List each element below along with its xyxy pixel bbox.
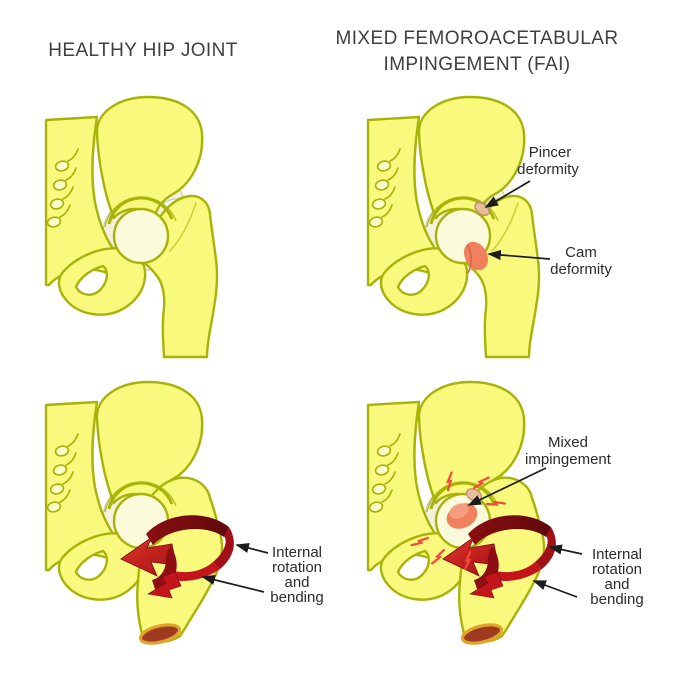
title-text-line1: MIXED FEMOROACETABULAR bbox=[335, 28, 619, 49]
panel-mixed-impingement: Mixed impingement Internal rotation and … bbox=[366, 380, 644, 649]
pincer-label-line2: deformity bbox=[517, 161, 579, 178]
panel-title-fai: MIXED FEMOROACETABULAR IMPINGEMENT (FAI) bbox=[328, 26, 626, 78]
rotation-label-line3: and bbox=[604, 576, 629, 593]
panel-title-healthy: HEALTHY HIP JOINT bbox=[18, 38, 268, 64]
panel-healthy-hip bbox=[44, 95, 219, 359]
panel-healthy-rotation: Internal rotation and bending bbox=[44, 380, 324, 649]
title-text: HEALTHY HIP JOINT bbox=[48, 40, 238, 61]
rotation-label-line4: bending bbox=[590, 591, 643, 608]
cam-label-line2: deformity bbox=[550, 261, 612, 278]
mixed-leader-arrow-icon bbox=[467, 467, 547, 506]
panel-mixed-fai: Pincer deformity Cam deformity bbox=[366, 95, 612, 359]
rotation-label-line2: rotation bbox=[272, 559, 322, 576]
rotation-label-line3: and bbox=[284, 574, 309, 591]
rotation-label-line1: Internal bbox=[592, 546, 642, 563]
bending-leader-arrow-icon bbox=[201, 574, 265, 593]
cam-deformity-edge bbox=[467, 244, 472, 274]
pincer-leader-arrow-icon bbox=[484, 180, 531, 208]
rotation-leader-arrow-icon bbox=[548, 544, 583, 555]
rotated-hip-figure bbox=[44, 380, 235, 649]
mixed-label-line1: Mixed bbox=[548, 434, 588, 451]
rotation-label-line2: rotation bbox=[592, 561, 642, 578]
impingement-highlight bbox=[449, 503, 469, 519]
pincer-label-line1: Pincer bbox=[529, 144, 572, 161]
cam-label-line1: Cam bbox=[565, 244, 597, 261]
impinged-hip-figure bbox=[366, 380, 557, 649]
cam-leader-arrow-icon bbox=[487, 249, 551, 261]
rotation-label-line4: bending bbox=[270, 589, 323, 606]
title-text-line2: IMPINGEMENT (FAI) bbox=[383, 54, 571, 75]
healthy-hip-figure bbox=[44, 95, 219, 359]
rotation-label-line1: Internal bbox=[272, 544, 322, 561]
rotation-leader-arrow-icon bbox=[235, 543, 269, 554]
fai-hip-figure bbox=[366, 95, 541, 359]
mixed-label-line2: impingement bbox=[525, 451, 612, 468]
bending-leader-arrow-icon bbox=[532, 580, 578, 598]
